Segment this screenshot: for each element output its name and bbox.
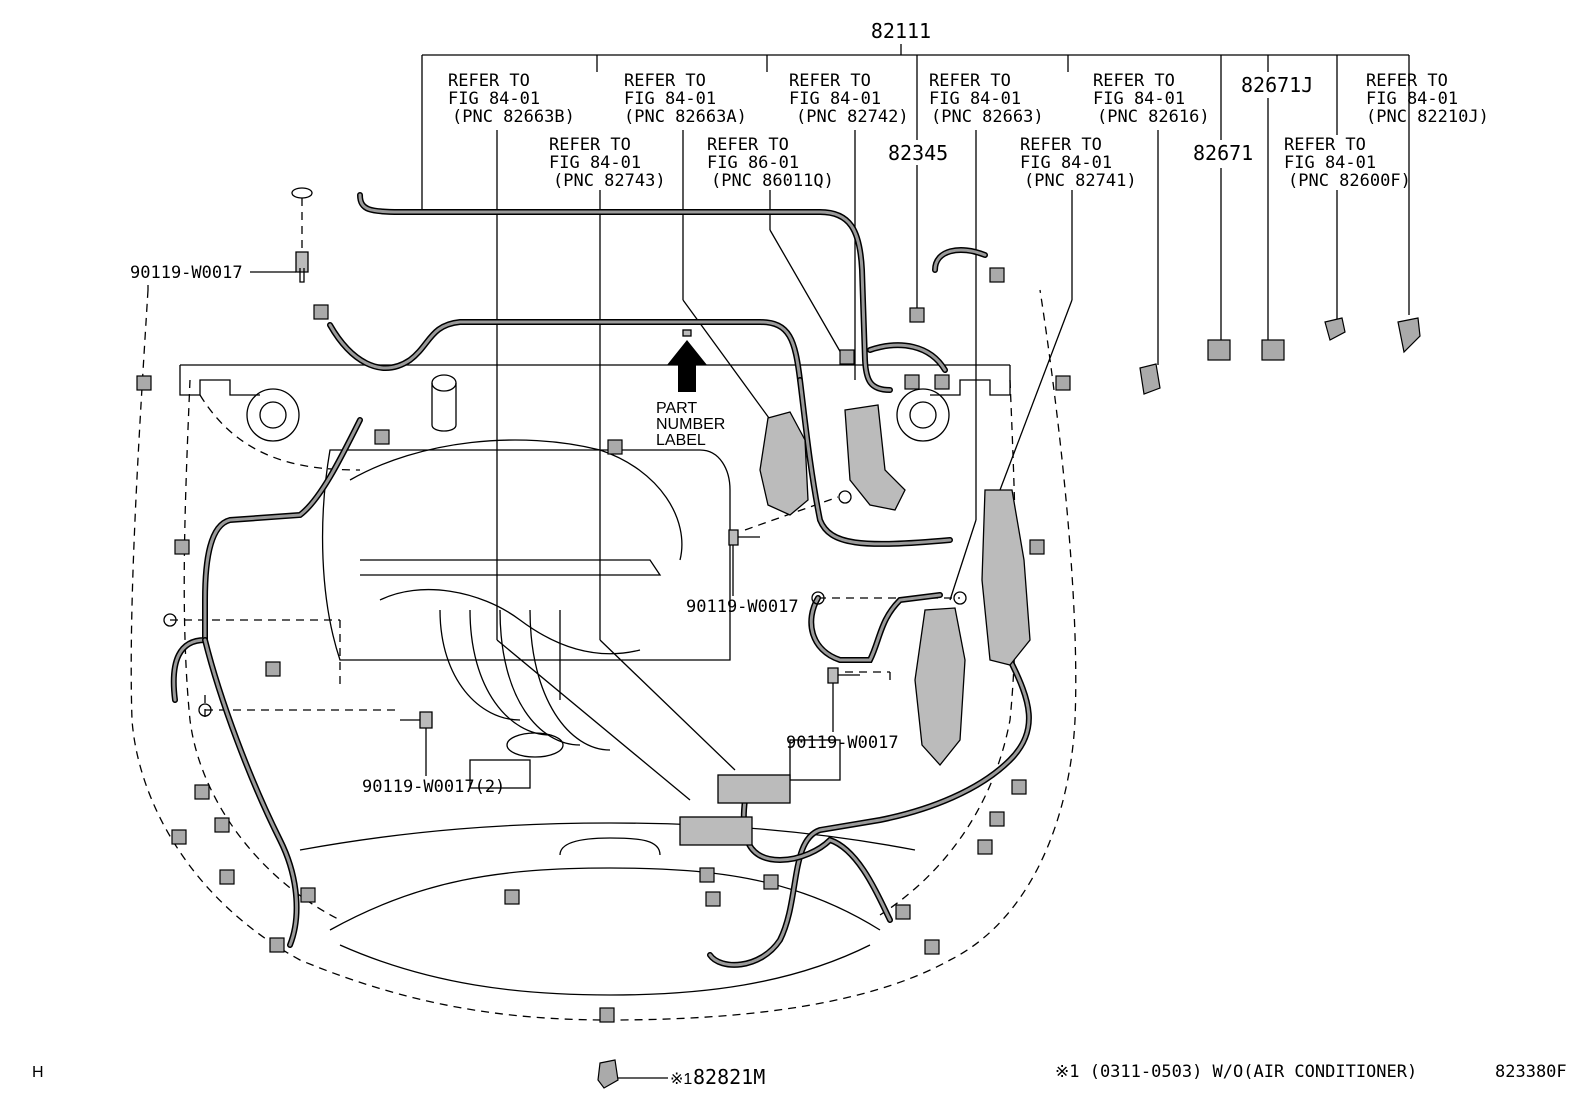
bolt-callouts: 90119-W0017 90119-W0017 90119-W0017 9011… [130,263,899,797]
svg-text:REFER TO: REFER TO [448,71,530,91]
svg-text:FIG 84-01: FIG 84-01 [1366,89,1458,109]
svg-text:(PNC 86011Q): (PNC 86011Q) [711,171,834,191]
svg-text:(PNC 82600F): (PNC 82600F) [1288,171,1411,191]
svg-text:(PNC 82743): (PNC 82743) [553,171,666,191]
bolts [163,187,967,729]
svg-text:FIG 84-01: FIG 84-01 [1284,153,1376,173]
refer-label-82742: REFER TO FIG 84-01 (PNC 82742) [789,71,909,127]
svg-text:REFER TO: REFER TO [1093,71,1175,91]
bolt-90119-mid-label: 90119-W0017 [686,597,799,617]
refer-label-82743: REFER TO FIG 84-01 (PNC 82743) [549,135,666,191]
main-part-number: 82111 [871,19,931,43]
footer-note: ※1 (0311-0503) W/O(AIR CONDITIONER) [1055,1062,1417,1082]
refer-label-82741: REFER TO FIG 84-01 (PNC 82741) [1020,135,1137,191]
svg-text:REFER TO: REFER TO [929,71,1011,91]
svg-text:REFER TO: REFER TO [549,135,631,155]
refer-label-82600f: REFER TO FIG 84-01 (PNC 82600F) [1284,135,1411,191]
svg-text:(PNC 82210J): (PNC 82210J) [1366,107,1489,127]
refer-label-82210j: REFER TO FIG 84-01 (PNC 82210J) [1366,71,1489,127]
svg-text:(PNC 82663B): (PNC 82663B) [452,107,575,127]
up-arrow-icon [667,340,707,392]
svg-text:FIG 86-01: FIG 86-01 [707,153,799,173]
refer-label-82616: REFER TO FIG 84-01 (PNC 82616) [1093,71,1210,127]
part-number-label-callout: PART NUMBER LABEL [656,329,725,449]
figure-code: 823380F [1495,1062,1567,1082]
svg-text:FIG 84-01: FIG 84-01 [624,89,716,109]
refer-label-82663a: REFER TO FIG 84-01 (PNC 82663A) [624,71,747,127]
svg-text:FIG 84-01: FIG 84-01 [789,89,881,109]
mounting-dashes [170,198,960,720]
part-82821m-label: 82821M [693,1065,765,1089]
footer: H ※1 82821M ※1 (0311-0503) W/O(AIR CONDI… [32,1059,1567,1089]
part-82345-label: 82345 [888,141,948,165]
svg-text:FIG 84-01: FIG 84-01 [1020,153,1112,173]
connectors [136,267,1421,1023]
svg-text:NUMBER: NUMBER [656,416,725,433]
part-82671j-label: 82671J [1241,73,1313,97]
refer-label-82663: REFER TO FIG 84-01 (PNC 82663) [929,71,1044,127]
leader-lines [496,98,1338,801]
svg-text:REFER TO: REFER TO [1284,135,1366,155]
refer-label-86011q: REFER TO FIG 86-01 (PNC 86011Q) [707,135,834,191]
junction-blocks [679,404,1031,846]
bolt-90119-lower-left-label: 90119-W0017(2) [362,777,505,797]
connector-82821m-icon [597,1059,619,1089]
svg-text:FIG 84-01: FIG 84-01 [549,153,641,173]
svg-text:REFER TO: REFER TO [624,71,706,91]
callout-tree: 82111 [421,19,1410,315]
bolt-90119-lower-right-label: 90119-W0017 [786,733,899,753]
svg-text:REFER TO: REFER TO [1020,135,1102,155]
wiring-harness-82111 [170,192,1032,968]
part-82671-label: 82671 [1193,141,1253,165]
svg-text:(PNC 82663A): (PNC 82663A) [624,107,747,127]
svg-text:FIG 84-01: FIG 84-01 [1093,89,1185,109]
footer-left-code: H [32,1064,44,1081]
svg-text:PART: PART [656,400,697,417]
svg-text:REFER TO: REFER TO [1366,71,1448,91]
svg-text:REFER TO: REFER TO [707,135,789,155]
bolt-90119-top-label: 90119-W0017 [130,263,243,283]
svg-text:FIG 84-01: FIG 84-01 [448,89,540,109]
refer-label-82663b: REFER TO FIG 84-01 (PNC 82663B) [448,71,575,127]
svg-text:LABEL: LABEL [656,432,706,449]
note-mark: ※1 [670,1071,692,1088]
svg-text:(PNC 82742): (PNC 82742) [796,107,909,127]
svg-text:(PNC 82616): (PNC 82616) [1097,107,1210,127]
svg-text:REFER TO: REFER TO [789,71,871,91]
svg-text:FIG 84-01: FIG 84-01 [929,89,1021,109]
svg-text:(PNC 82663): (PNC 82663) [931,107,1044,127]
svg-text:(PNC 82741): (PNC 82741) [1024,171,1137,191]
